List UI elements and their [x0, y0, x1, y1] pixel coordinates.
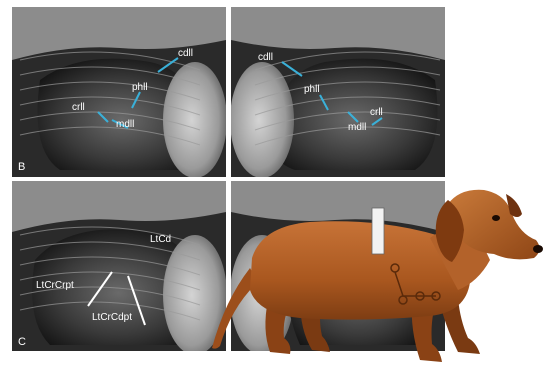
label-crll: crll — [72, 102, 85, 113]
label-cdll: cdll — [258, 52, 273, 63]
label-ltcd: LtCd — [150, 234, 171, 245]
label-cdll: cdll — [178, 48, 193, 59]
label-crll: crll — [370, 107, 383, 118]
panel-b-mirror: cdll phll crll mdll — [230, 7, 445, 178]
label-mdll: mdll — [348, 122, 366, 133]
label-phll: phll — [304, 84, 320, 95]
panel-c: LtCd LtCrCrpt LtCrCdpt C — [12, 181, 227, 355]
panel-letter: B — [18, 161, 25, 173]
label-ltcrcdpt: LtCrCdpt — [92, 312, 132, 323]
dog-eye — [492, 215, 500, 221]
label-mdll: mdll — [116, 119, 134, 130]
heart-silhouette — [163, 62, 227, 178]
heart-silhouette — [230, 62, 294, 178]
label-phll: phll — [132, 82, 148, 93]
panel-b: cdll phll crll mdll B — [12, 7, 227, 178]
label-ltcrcrpt: LtCrCrpt — [36, 280, 74, 291]
pointer-marker — [372, 208, 384, 254]
panel-letter: C — [18, 336, 26, 348]
dog-nose — [533, 245, 543, 253]
